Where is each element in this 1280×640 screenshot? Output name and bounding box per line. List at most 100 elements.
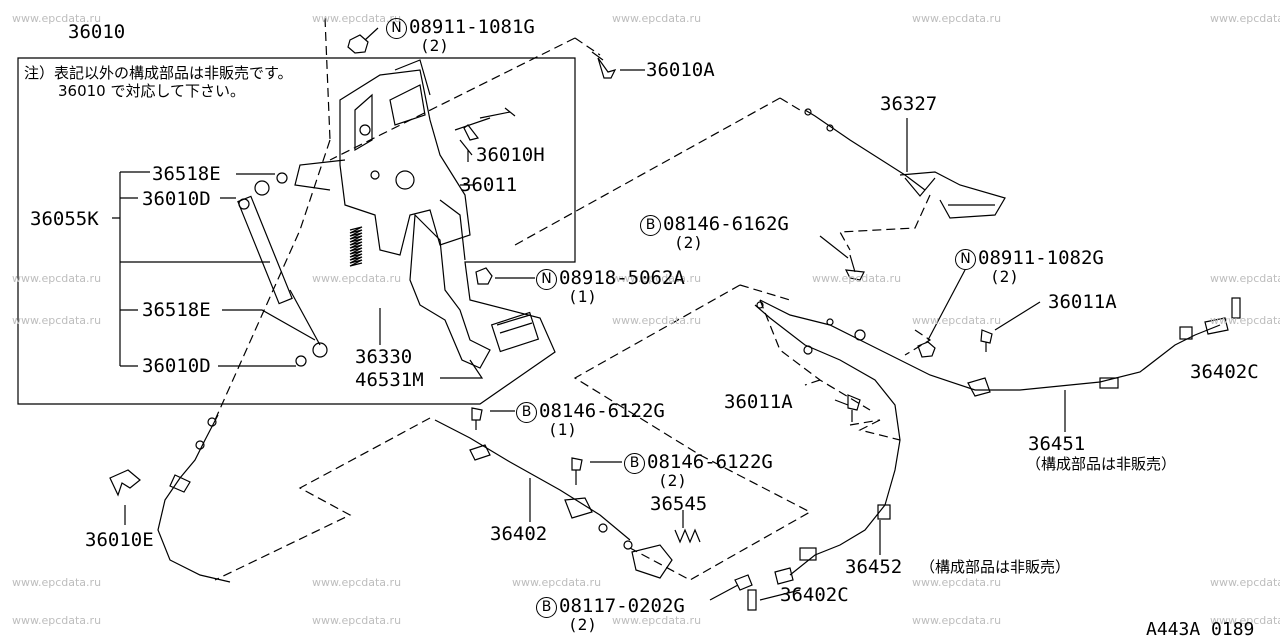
label-36010h: 36010H: [476, 144, 545, 166]
bracket-36055k: [112, 171, 270, 367]
label-36545: 36545: [650, 493, 708, 515]
label-36010e: 36010E: [85, 529, 154, 551]
watermark: www.epcdata.ru: [12, 12, 102, 25]
watermark: www.epcdata.ru: [312, 614, 402, 627]
cable-36402: [434, 419, 673, 579]
label-36402: 36402: [490, 523, 548, 545]
label-36451: 36451: [1028, 433, 1086, 455]
clip-bolt-parts: [463, 107, 516, 162]
fastener-code: 08117-0202G: [559, 595, 685, 617]
bolt-b4: [734, 574, 753, 591]
watermark: www.epcdata.ru: [1210, 12, 1280, 25]
watermark: www.epcdata.ru: [512, 576, 602, 589]
fastener-code: 08911-1081G: [409, 16, 535, 38]
note-line-2: 36010 で対応して下さい。: [58, 82, 246, 100]
nut-top: [347, 34, 369, 54]
watermark: www.epcdata.ru: [612, 12, 702, 25]
watermark: www.epcdata.ru: [912, 614, 1002, 627]
label-36010: 36010: [68, 21, 126, 43]
fastener-qty: (1): [568, 287, 597, 306]
watermark: www.epcdata.ru: [912, 576, 1002, 589]
label-36327: 36327: [880, 93, 938, 115]
fastener-prefix: N: [386, 18, 407, 39]
fastener-code: 08918-5062A: [559, 267, 685, 289]
bolt-36011a-middle: [847, 394, 861, 422]
fastener-prefix: B: [624, 453, 645, 474]
label-36011: 36011: [460, 174, 518, 196]
nut-n2: [917, 341, 936, 358]
label-36518e-bottom: 36518E: [142, 299, 211, 321]
label-36518e-top: 36518E: [152, 163, 221, 185]
label-36011a-middle: 36011A: [724, 391, 793, 413]
fastener-prefix: B: [536, 597, 557, 618]
watermark: www.epcdata.ru: [1210, 272, 1280, 285]
bolt-b3: [571, 457, 583, 485]
label-36452-note: （構成部品は非販売）: [920, 558, 1071, 576]
bolt-36010a: [591, 51, 617, 79]
cable-36010e: [157, 414, 231, 583]
fastener-qty: (2): [568, 615, 597, 634]
watermark: www.epcdata.ru: [12, 272, 102, 285]
label-36451-note: （構成部品は非販売）: [1026, 455, 1177, 473]
cable-36451: [759, 297, 1241, 397]
bolt-b2: [471, 407, 483, 430]
fastener-prefix: B: [516, 402, 537, 423]
fastener-code: 08146-6162G: [663, 213, 789, 235]
spring-36330: [349, 226, 363, 267]
strut-36055k: [237, 172, 328, 367]
watermark: www.epcdata.ru: [1210, 576, 1280, 589]
watermark: www.epcdata.ru: [612, 614, 702, 627]
fastener-qty: (2): [658, 471, 687, 490]
label-36452: 36452: [845, 556, 903, 578]
assembly-frame: [17, 57, 576, 405]
fastener-prefix: B: [640, 215, 661, 236]
watermark: www.epcdata.ru: [612, 314, 702, 327]
note-line-1: 注）表記以外の構成部品は非販売です。: [24, 64, 293, 82]
watermark: www.epcdata.ru: [612, 272, 702, 285]
watermark: www.epcdata.ru: [12, 314, 102, 327]
spring-36545: [674, 528, 701, 544]
label-36010d-top: 36010D: [142, 188, 211, 210]
watermark: www.epcdata.ru: [312, 272, 402, 285]
fastener-qty: (2): [674, 233, 703, 252]
label-36010d-bottom: 36010D: [142, 355, 211, 377]
label-36011a-right: 36011A: [1048, 291, 1117, 313]
watermark: www.epcdata.ru: [12, 576, 102, 589]
handle-36327: [804, 108, 1006, 219]
watermark: www.epcdata.ru: [1210, 614, 1280, 627]
label-36010a: 36010A: [646, 59, 715, 81]
pedal-bracket-part: [294, 59, 540, 369]
bolt-b1: [844, 254, 865, 281]
fastener-qty: (2): [990, 267, 1019, 286]
label-46531m: 46531M: [355, 369, 424, 391]
watermark: www.epcdata.ru: [812, 272, 902, 285]
clip-36010e: [109, 469, 141, 497]
watermark: www.epcdata.ru: [12, 614, 102, 627]
label-36402c-bottom: 36402C: [780, 584, 849, 606]
watermark: www.epcdata.ru: [312, 12, 402, 25]
fastener-code: 08146-6122G: [539, 400, 665, 422]
watermark: www.epcdata.ru: [312, 576, 402, 589]
fastener-code: 08146-6122G: [647, 451, 773, 473]
bolt-36011a-right: [980, 329, 993, 352]
fastener-qty: (2): [420, 36, 449, 55]
label-36330: 36330: [355, 346, 413, 368]
fastener-code: 08911-1082G: [978, 247, 1104, 269]
watermark: www.epcdata.ru: [1210, 314, 1280, 327]
fastener-prefix: N: [955, 249, 976, 270]
label-36055k: 36055K: [30, 208, 99, 230]
diagram-code: A443A 0189: [1146, 619, 1255, 640]
nut-n3: [475, 267, 493, 285]
watermark: www.epcdata.ru: [912, 12, 1002, 25]
fastener-qty: (1): [548, 420, 577, 439]
watermark: www.epcdata.ru: [912, 314, 1002, 327]
fastener-prefix: N: [536, 269, 557, 290]
label-36402c-right: 36402C: [1190, 361, 1259, 383]
